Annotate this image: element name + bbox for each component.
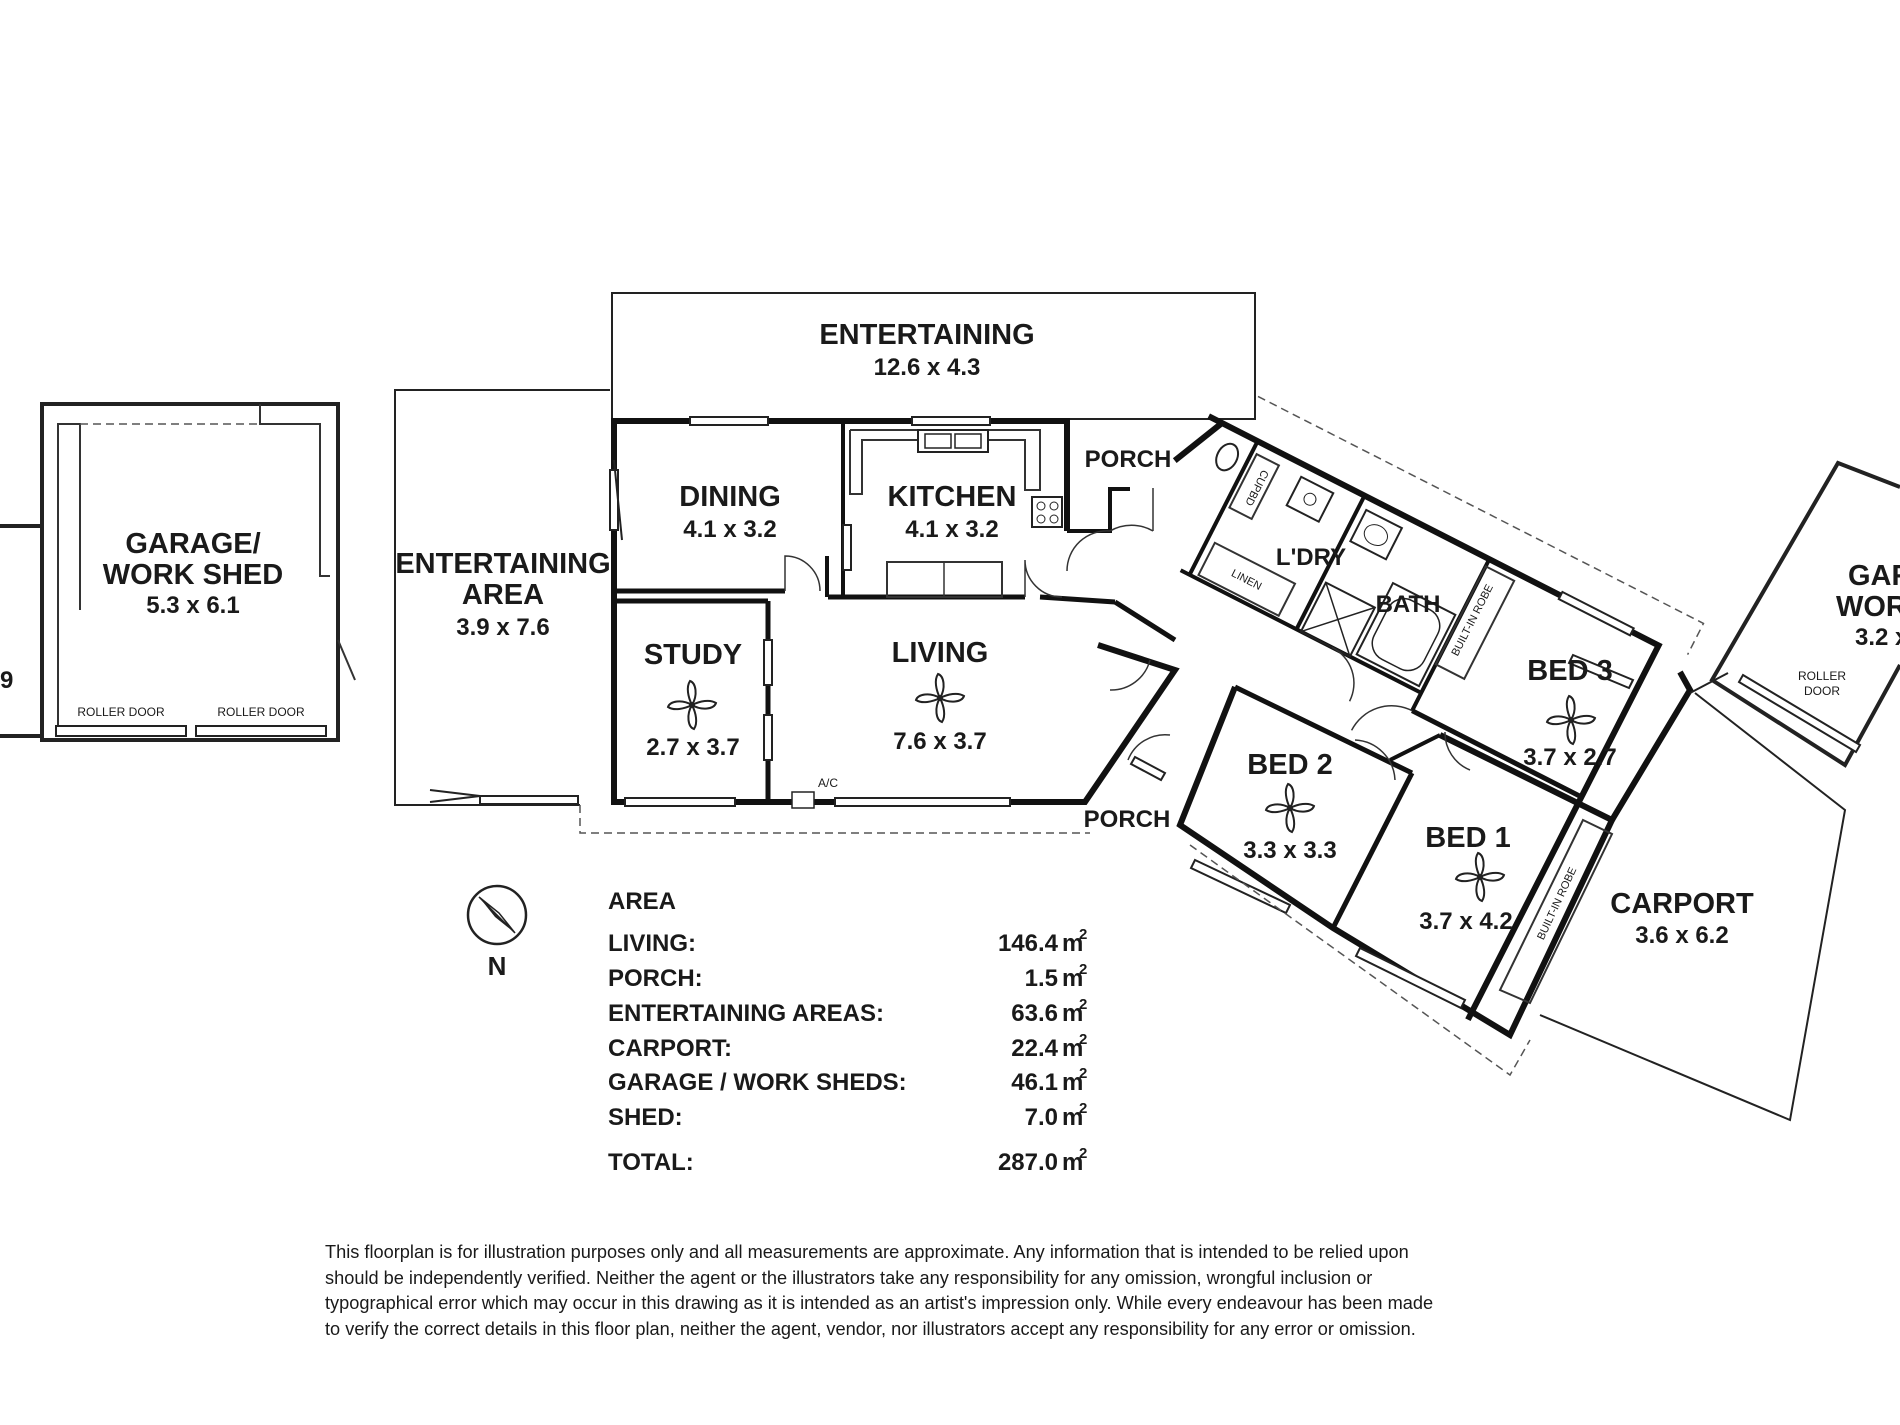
bedrooms-lower-walls: BUILT-IN ROBE <box>1109 653 1694 1077</box>
area-row-label: PORCH: <box>608 965 703 992</box>
area-row-unit: m <box>1062 930 1083 957</box>
carport-dim: 3.6 x 6.2 <box>1635 922 1728 949</box>
area-row-label: GARAGE / WORK SHEDS: <box>608 1069 907 1096</box>
bath-name: BATH <box>1376 591 1441 618</box>
area-row-value: 7.0 <box>1025 1104 1058 1131</box>
garage-right-name-1: GARAGE/ <box>1848 560 1900 592</box>
area-row-value: 1.5 <box>1025 965 1058 992</box>
fan-living-icon <box>915 673 965 723</box>
entertaining-area-name-1: ENTERTAINING <box>395 548 610 580</box>
entertaining-top-name: ENTERTAINING <box>819 319 1034 351</box>
porch-top-name: PORCH <box>1085 446 1172 473</box>
area-total-sup: 2 <box>1079 1145 1087 1162</box>
porch-bottom-name: PORCH <box>1084 806 1171 833</box>
disclaimer-line: typographical error which may occur in t… <box>325 1293 1434 1313</box>
fan-bed2-icon <box>1265 783 1315 833</box>
bedroom-wing: CUPBD LINEN BUILT-IN ROBE <box>1172 395 1705 1022</box>
area-row-sup: 2 <box>1079 1100 1087 1117</box>
dining-dim: 4.1 x 3.2 <box>683 516 776 543</box>
area-heading: AREA <box>608 888 676 915</box>
area-row-unit: m <box>1062 1069 1083 1096</box>
area-row-unit: m <box>1062 1000 1083 1027</box>
area-row-label: ENTERTAINING AREAS: <box>608 1000 884 1027</box>
fan-study-icon <box>667 680 717 730</box>
area-row-sup: 2 <box>1079 1065 1087 1082</box>
study-dim: 2.7 x 3.7 <box>646 734 739 761</box>
area-total-label: TOTAL: <box>608 1149 694 1176</box>
laundry-name: L'DRY <box>1276 544 1346 571</box>
area-row-unit: m <box>1062 1104 1083 1131</box>
disclaimer-line: to verify the correct details in this fl… <box>325 1318 1416 1339</box>
compass-label: N <box>488 951 507 981</box>
area-row-value: 22.4 <box>1011 1035 1058 1062</box>
dining-name: DINING <box>679 481 781 513</box>
area-total-value: 287.0 <box>998 1149 1058 1176</box>
entertaining-area-name-2: AREA <box>462 579 544 611</box>
ac-label: A/C <box>818 776 838 790</box>
area-row-sup: 2 <box>1079 1031 1087 1048</box>
kitchen-dim: 4.1 x 3.2 <box>905 516 998 543</box>
compass-icon <box>466 884 528 946</box>
fan-bed3-icon <box>1546 695 1596 745</box>
entertaining-area-dim: 3.9 x 7.6 <box>456 614 549 641</box>
study-name: STUDY <box>644 639 742 671</box>
porch-top-walls <box>1066 487 1154 572</box>
roller-label: ROLLER <box>1798 669 1846 683</box>
door-label: DOOR <box>1804 684 1840 698</box>
area-row-sup: 2 <box>1079 961 1087 978</box>
garage-left-name-2: WORK SHED <box>103 559 283 591</box>
area-row-sup: 2 <box>1079 926 1087 943</box>
garage-left <box>0 402 356 742</box>
area-total-unit: m <box>1062 1149 1083 1176</box>
carport-outline <box>1539 692 1847 1122</box>
area-row-value: 63.6 <box>1011 1000 1058 1027</box>
living-dim: 7.6 x 3.7 <box>893 728 986 755</box>
area-row-sup: 2 <box>1079 996 1087 1013</box>
partial-dim-label: 9 <box>0 667 13 694</box>
disclaimer: This floorplan is for illustration purpo… <box>325 1240 1575 1342</box>
garage-right-dim: 3.2 x 4.3 <box>1855 624 1900 651</box>
linen-label: LINEN <box>1229 567 1263 592</box>
entertaining-top-dim: 12.6 x 4.3 <box>874 354 981 381</box>
area-row-unit: m <box>1062 965 1083 992</box>
area-row-value: 146.4 <box>998 930 1059 957</box>
main-house-walls <box>579 416 1180 834</box>
area-row-label: CARPORT: <box>608 1035 732 1062</box>
fan-bed1-icon <box>1455 852 1505 902</box>
disclaimer-line: This floorplan is for illustration purpo… <box>325 1242 1409 1262</box>
area-table: AREA LIVING: 146.4 m 2 PORCH: 1.5 m 2 EN… <box>608 888 1087 1176</box>
roller-door-label-1: ROLLER DOOR <box>77 705 165 719</box>
bed3-name: BED 3 <box>1527 655 1612 687</box>
bed1-dim: 3.7 x 4.2 <box>1419 908 1512 935</box>
area-row-unit: m <box>1062 1035 1083 1062</box>
garage-left-dim: 5.3 x 6.1 <box>146 592 239 619</box>
entertaining-area-outline <box>394 389 610 806</box>
kitchen-name: KITCHEN <box>888 481 1017 513</box>
disclaimer-line: should be independently verified. Neithe… <box>325 1267 1373 1288</box>
bed3-dim: 3.7 x 2.7 <box>1523 744 1616 771</box>
area-row-label: LIVING: <box>608 930 696 957</box>
bed2-name: BED 2 <box>1247 749 1332 781</box>
bed2-dim: 3.3 x 3.3 <box>1243 837 1336 864</box>
area-row-value: 46.1 <box>1011 1069 1058 1096</box>
bed1-name: BED 1 <box>1425 822 1510 854</box>
carport-name: CARPORT <box>1610 888 1754 920</box>
garage-right <box>1689 460 1900 768</box>
garage-left-name-1: GARAGE/ <box>125 528 260 560</box>
roller-door-label-2: ROLLER DOOR <box>217 705 305 719</box>
living-name: LIVING <box>892 637 989 669</box>
area-row-label: SHED: <box>608 1104 683 1131</box>
garage-right-name-2: WORK SHED <box>1836 591 1900 623</box>
